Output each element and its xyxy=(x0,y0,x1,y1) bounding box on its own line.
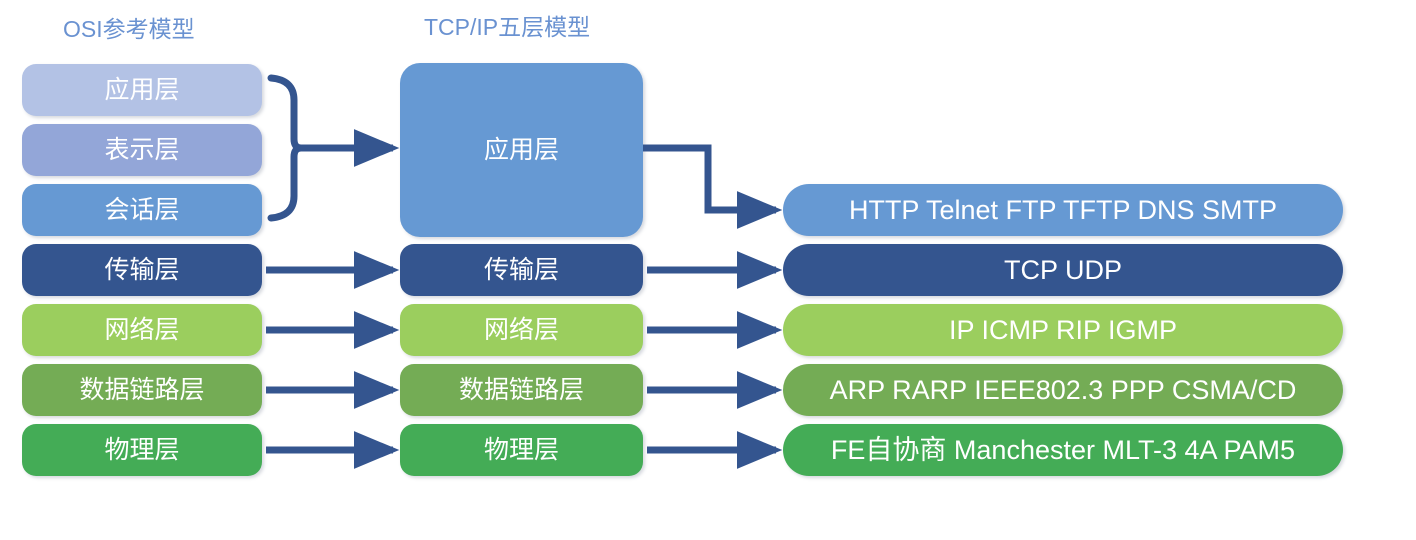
arrow-tcpip-application-to-protocols xyxy=(643,144,783,229)
brace-osi-upper-layers xyxy=(267,74,302,222)
protocol-row-label: HTTP Telnet FTP TFTP DNS SMTP xyxy=(848,194,1278,225)
osi-layer-application[interactable]: 应用层 xyxy=(22,64,262,116)
osi-layer-session[interactable]: 会话层 xyxy=(22,184,262,236)
column-title-osi: OSI参考模型 xyxy=(63,16,195,42)
osi-layer-label: 物理层 xyxy=(104,435,180,464)
tcpip-layer-label: 数据链路层 xyxy=(458,375,584,404)
protocol-row-transport[interactable]: TCP UDP xyxy=(783,244,1343,296)
osi-layer-datalink[interactable]: 数据链路层 xyxy=(22,364,262,416)
osi-layer-network[interactable]: 网络层 xyxy=(22,304,262,356)
osi-layer-label: 应用层 xyxy=(104,75,180,104)
tcpip-layer-transport[interactable]: 传输层 xyxy=(400,244,643,296)
tcpip-layer-label: 应用层 xyxy=(483,135,559,164)
protocol-row-label: IP ICMP RIP IGMP xyxy=(948,314,1178,345)
osi-layer-label: 网络层 xyxy=(104,315,180,344)
osi-layer-label: 数据链路层 xyxy=(79,375,205,404)
column-title-tcpip: TCP/IP五层模型 xyxy=(424,14,591,40)
protocol-row-label: ARP RARP IEEE802.3 PPP CSMA/CD xyxy=(829,374,1297,405)
osi-layer-physical[interactable]: 物理层 xyxy=(22,424,262,476)
tcpip-layer-label: 传输层 xyxy=(483,255,559,284)
protocol-row-label: TCP UDP xyxy=(1003,254,1123,285)
osi-layer-label: 表示层 xyxy=(104,135,180,164)
tcpip-layer-network[interactable]: 网络层 xyxy=(400,304,643,356)
osi-layer-presentation[interactable]: 表示层 xyxy=(22,124,262,176)
tcpip-layer-label: 物理层 xyxy=(483,435,559,464)
tcpip-layer-label: 网络层 xyxy=(483,315,559,344)
protocol-row-application[interactable]: HTTP Telnet FTP TFTP DNS SMTP xyxy=(783,184,1343,236)
osi-layer-label: 会话层 xyxy=(104,195,180,224)
protocol-row-physical[interactable]: FE自协商 Manchester MLT-3 4A PAM5 xyxy=(783,424,1343,476)
protocol-row-network[interactable]: IP ICMP RIP IGMP xyxy=(783,304,1343,356)
tcpip-layer-physical[interactable]: 物理层 xyxy=(400,424,643,476)
osi-layer-label: 传输层 xyxy=(104,255,180,284)
osi-layer-transport[interactable]: 传输层 xyxy=(22,244,262,296)
protocol-row-label: FE自协商 Manchester MLT-3 4A PAM5 xyxy=(830,434,1296,465)
protocol-row-datalink[interactable]: ARP RARP IEEE802.3 PPP CSMA/CD xyxy=(783,364,1343,416)
tcpip-layer-application[interactable]: 应用层 xyxy=(400,63,643,237)
tcpip-layer-datalink[interactable]: 数据链路层 xyxy=(400,364,643,416)
